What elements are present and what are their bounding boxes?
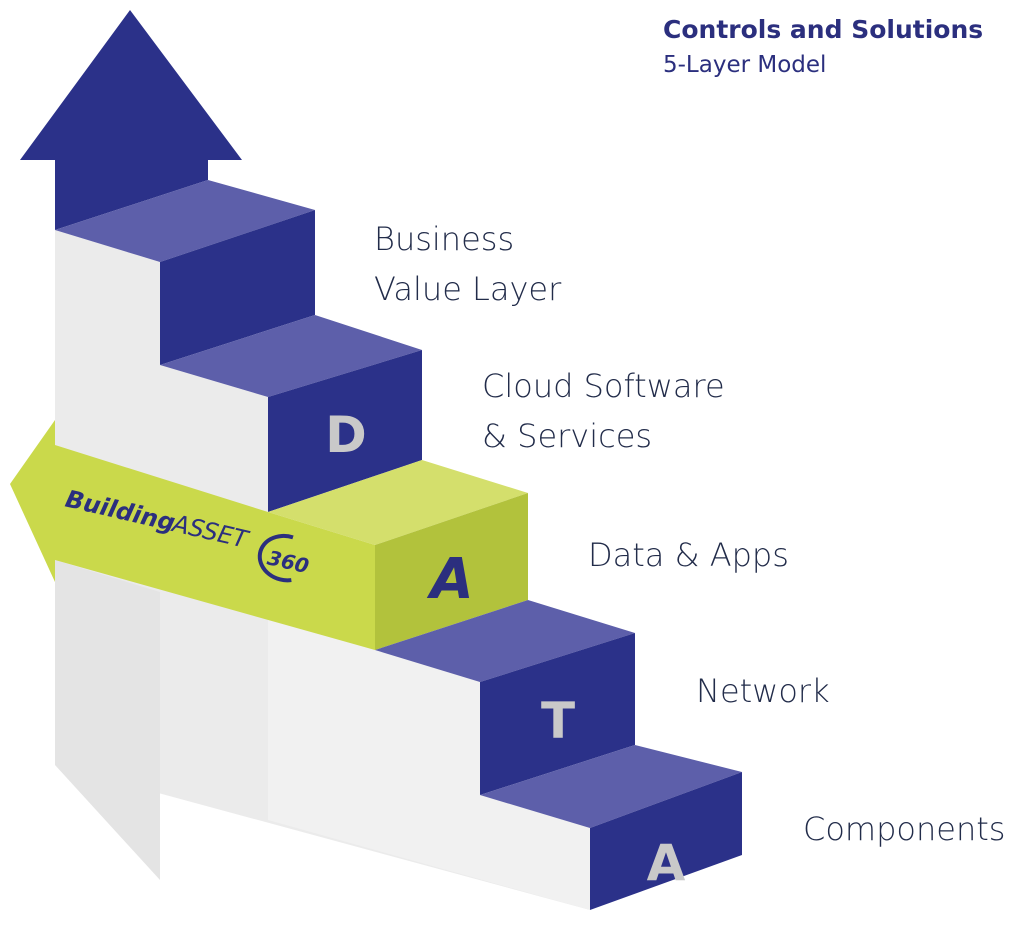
layer-label-line: Data & Apps [588, 536, 789, 574]
layer-label-line: Components [803, 810, 1006, 848]
step-cloud-top [160, 315, 422, 397]
step-cloud-front [268, 350, 422, 512]
step-letter-components: A [647, 834, 686, 892]
title-block: Controls and Solutions 5-Layer Model [663, 12, 983, 82]
up-arrow-icon [20, 10, 242, 230]
layer-label-components: Components [803, 804, 1005, 854]
brand-band-arrow [10, 420, 375, 650]
layer-label-data-apps: Data & Apps [588, 530, 789, 580]
step-letter-network: T [541, 692, 575, 750]
layer-label-network: Network [696, 666, 830, 716]
layer-label-line: Cloud Software [482, 367, 725, 405]
layer-label-cloud: Cloud Software & Services [482, 361, 725, 461]
layer-label-line: Business [374, 220, 515, 258]
step-components-front [590, 772, 742, 910]
step-network-front [480, 633, 635, 795]
page-title: Controls and Solutions [663, 15, 984, 44]
step-components-top [480, 745, 742, 828]
step-data-apps-front [375, 493, 528, 650]
step-business-front [160, 210, 315, 365]
step-letter-data-apps: A [426, 547, 473, 612]
staircase-side-shade [55, 560, 160, 880]
layer-label-line: Network [696, 672, 830, 710]
step-letter-cloud: D [325, 406, 367, 464]
step-data-apps-top [268, 460, 528, 545]
layer-label-line: Value Layer [374, 270, 562, 308]
brand-badge-ring-icon [257, 533, 294, 583]
layer-label-line: & Services [482, 417, 653, 455]
page-subtitle: 5-Layer Model [663, 52, 827, 78]
layer-label-business: Business Value Layer [374, 214, 561, 314]
step-business-top [55, 180, 315, 262]
step-network-top [375, 600, 635, 682]
